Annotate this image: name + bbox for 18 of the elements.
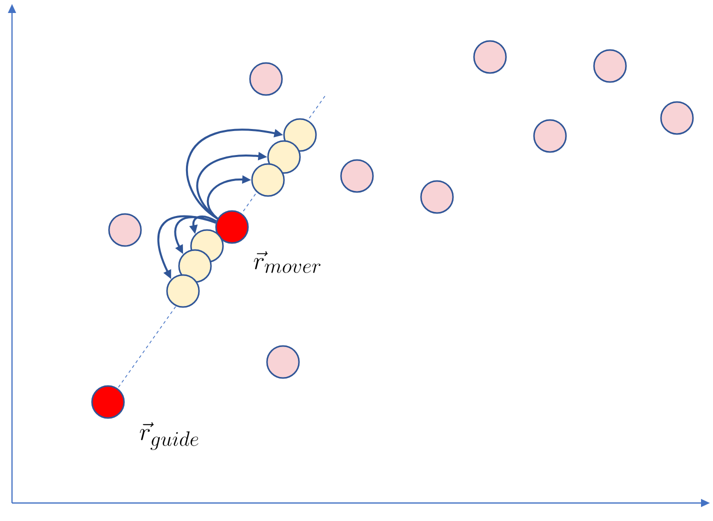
particle: [108, 213, 142, 247]
position-label: $\vec{r}_{guide}$: [140, 422, 198, 450]
particle: [249, 62, 283, 96]
candidate-position: [178, 249, 212, 283]
particle: [340, 159, 374, 193]
position-label: $\vec{r}_{mover}$: [254, 251, 320, 273]
particle: [660, 101, 694, 135]
particle: [473, 40, 507, 74]
selected-particle: [91, 385, 125, 419]
candidate-position: [283, 118, 317, 152]
candidate-position: [251, 163, 285, 197]
particle: [593, 49, 627, 83]
selected-particle: [215, 210, 249, 244]
particle: [533, 119, 567, 153]
candidate-position: [267, 140, 301, 174]
particle: [266, 345, 300, 379]
candidate-position: [166, 274, 200, 308]
particle: [420, 180, 454, 214]
